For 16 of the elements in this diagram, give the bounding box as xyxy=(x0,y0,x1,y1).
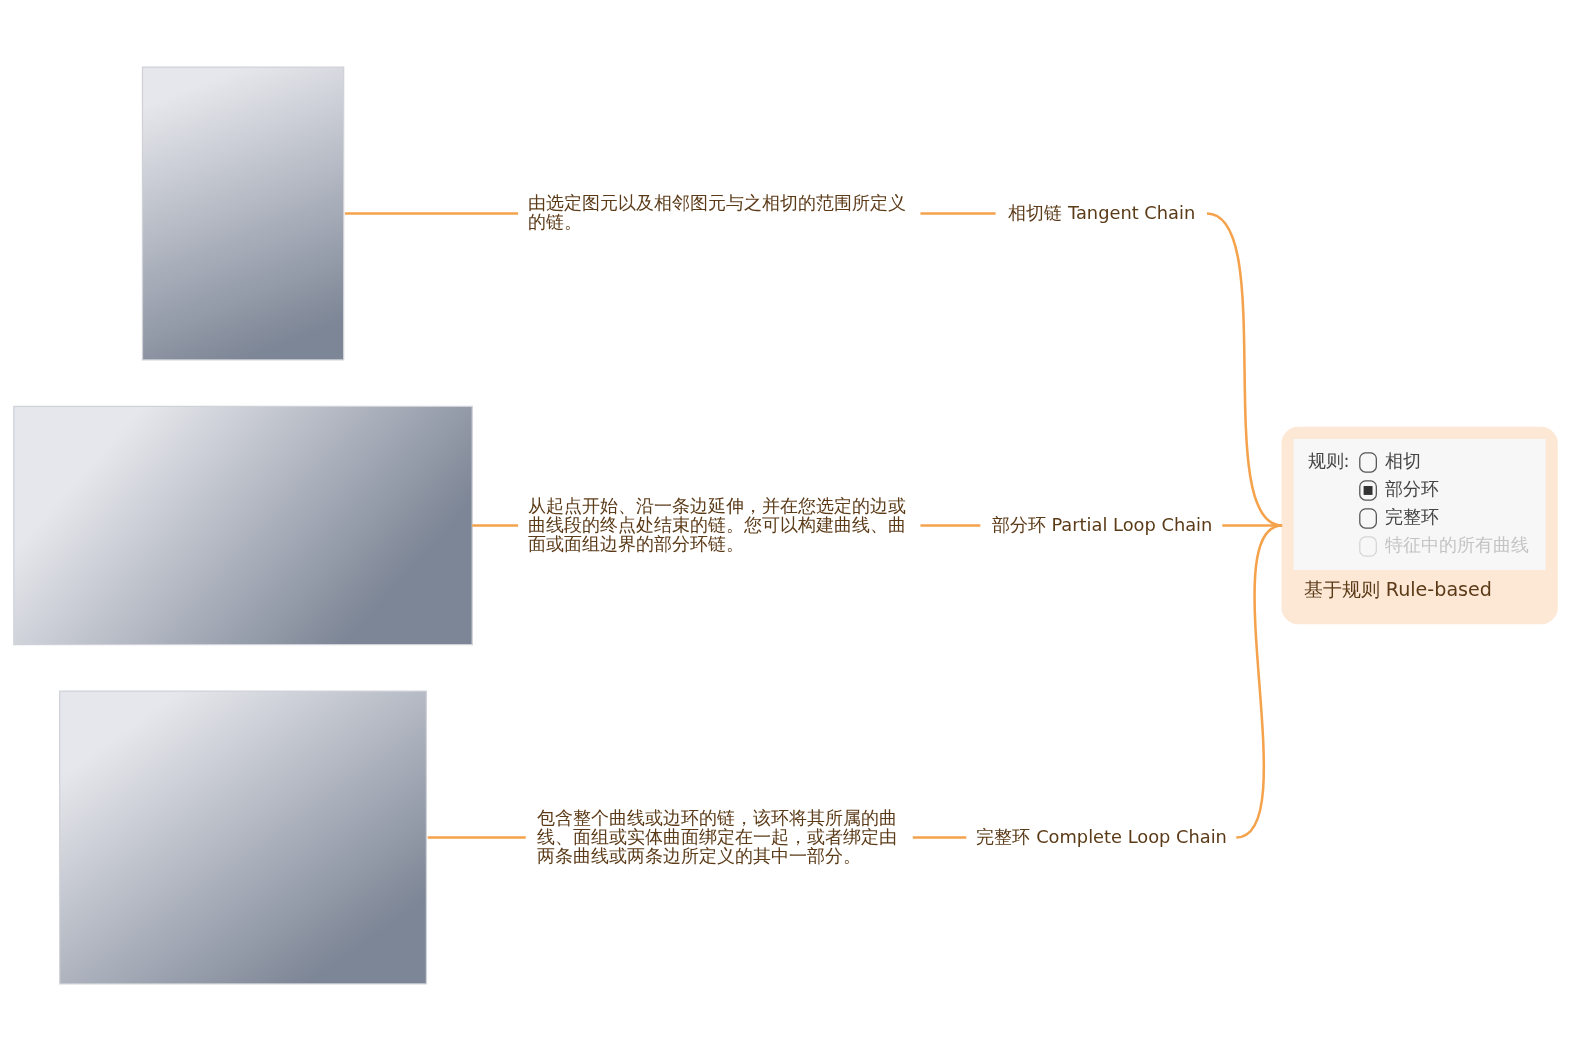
node-picture xyxy=(59,689,428,985)
connector xyxy=(912,835,967,839)
node-picture xyxy=(141,65,345,361)
connector xyxy=(344,211,519,215)
node-text: 完整环 Complete Loop Chain xyxy=(976,825,1227,847)
node-text: 部分环 Partial Loop Chain xyxy=(991,513,1213,535)
node-text: 从起点开始、沿一条边延伸，并在您选定的边或曲线段的终点处结束的链。您可以构建曲线、曲面或面组边界的部分环链。 xyxy=(528,494,907,554)
connector xyxy=(427,835,526,839)
connector xyxy=(472,523,519,527)
connector xyxy=(920,211,996,215)
node-picture xyxy=(13,405,473,645)
connector xyxy=(920,523,981,527)
node-text: 相切链 Tangent Chain xyxy=(1008,201,1196,223)
node-text: 由选定图元以及相邻图元与之相切的范围所定义的链。 xyxy=(528,191,907,232)
connector xyxy=(1235,523,1283,839)
node-text: 包含整个曲线或边环的链，该环将其所属的曲线、面组或实体曲面绑定在一起，或者绑定由两条曲线或两条边所定义的其中一部分。 xyxy=(537,806,898,866)
